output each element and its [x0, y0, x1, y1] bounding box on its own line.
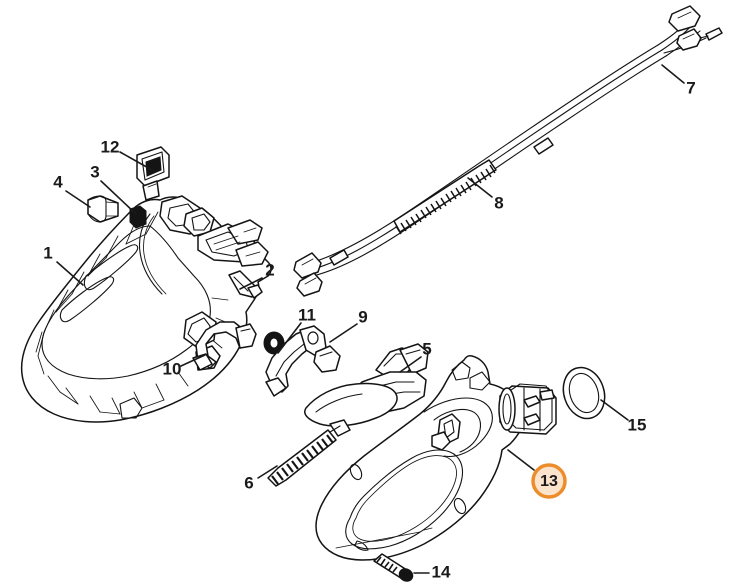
- callout-label-5: 5: [422, 339, 431, 358]
- callout-label-12: 12: [101, 137, 120, 156]
- part-trigger-interlock-lever: [265, 325, 341, 397]
- callout-label-9: 9: [358, 307, 367, 326]
- callout-label-15: 15: [628, 415, 647, 434]
- part-stop-switch-rocker: [136, 146, 170, 201]
- harness-terminal-lower: [293, 252, 323, 297]
- highlighted-callout-13[interactable]: 13: [507, 449, 567, 499]
- housing-connector-boss: [498, 383, 557, 435]
- highlight-badge-number: 13: [540, 473, 558, 490]
- callout-label-6: 6: [244, 473, 253, 492]
- part-bushing-ring: [263, 331, 285, 355]
- part-sleeve-bushing: [87, 195, 119, 223]
- callout-label-14: 14: [432, 562, 451, 581]
- part-latch-lever: [192, 321, 257, 371]
- part-handle-housing-right-shell: [315, 355, 557, 561]
- callout-leader-lines: [56, 64, 685, 574]
- callout-label-1: 1: [43, 243, 52, 262]
- part-wiring-harness-group: [293, 5, 723, 297]
- part-pin-bolt: [228, 270, 263, 299]
- part-throttle-trigger: [304, 343, 429, 437]
- callout-label-2: 2: [265, 260, 274, 279]
- handle-frame-internal-rails: [197, 219, 269, 267]
- callout-label-8: 8: [494, 193, 503, 212]
- callout-label-7: 7: [686, 78, 695, 97]
- part-o-ring: [562, 366, 606, 420]
- highlight-badge-circle[interactable]: [531, 463, 567, 499]
- part-machine-screw: [373, 553, 414, 582]
- handle-frame-switch-mount: [159, 195, 215, 237]
- part-handle-frame-left: [20, 195, 272, 423]
- callout-labels: 1 2 3 4 5 6 7 8 9 10 11 12 14 15: [43, 78, 695, 581]
- callout-label-11: 11: [298, 305, 316, 324]
- callout-label-3: 3: [90, 162, 99, 181]
- cable-spiral-sleeve: [393, 159, 497, 235]
- callout-label-4: 4: [53, 172, 63, 191]
- callout-label-10: 10: [163, 359, 182, 378]
- part-grommet: [129, 205, 147, 229]
- harness-terminals-upper: [657, 5, 723, 57]
- part-coil-spring: [267, 425, 341, 487]
